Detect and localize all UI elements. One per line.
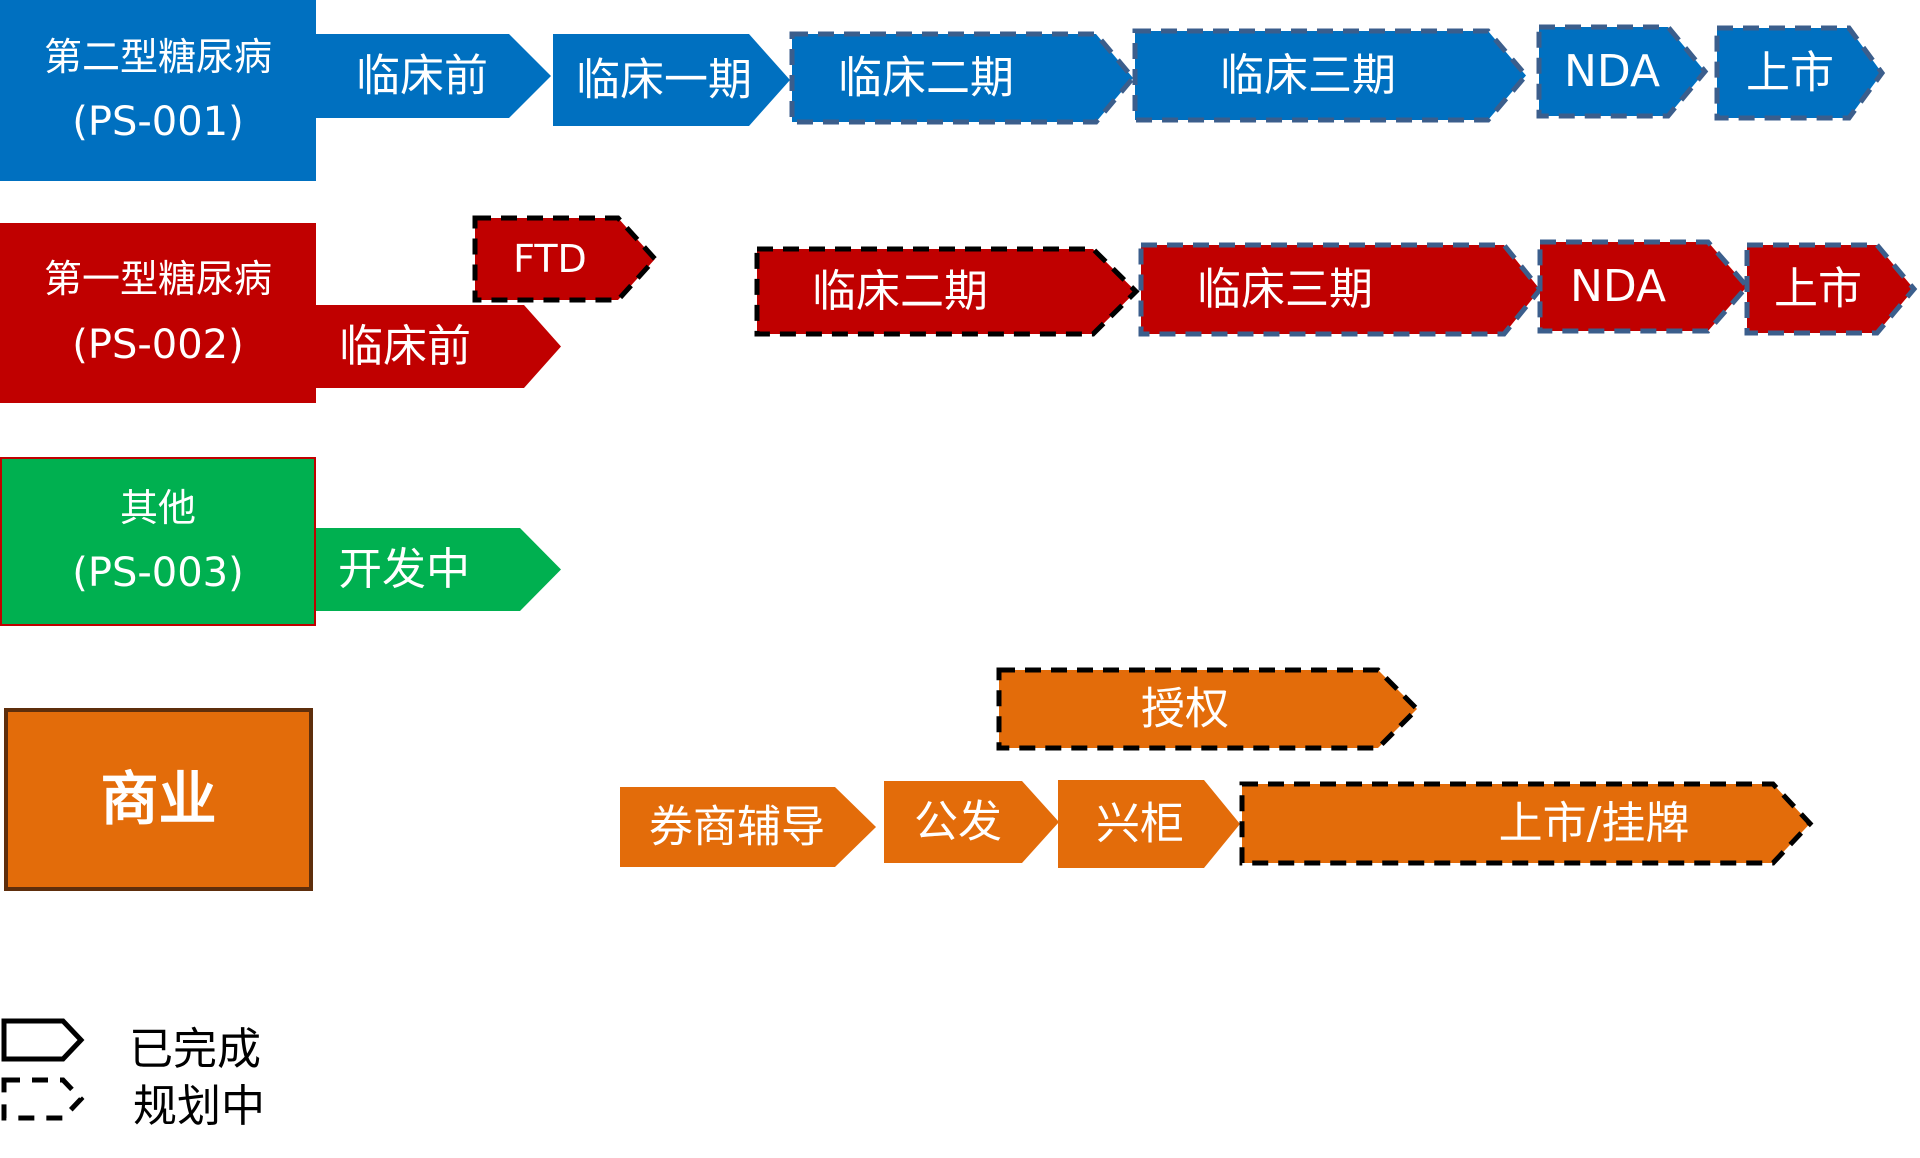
pipeline-code: (PS-003) [72, 550, 244, 597]
stage-arrow-shape [996, 667, 1421, 751]
stage-arrow: 临床前 [316, 305, 561, 388]
stage-arrow: 授权 [996, 667, 1421, 751]
stage-arrow-shape [553, 34, 790, 126]
stage-arrow-shape [1537, 239, 1751, 334]
stage-label: 临床三期 [1220, 50, 1396, 101]
stage-arrow: 临床一期 [553, 34, 790, 126]
stage-arrow-shape [1138, 242, 1544, 337]
stage-arrow-shape [1714, 25, 1886, 121]
business-header: 商业 [4, 708, 313, 891]
legend-planned-label: 规划中 [133, 1081, 265, 1132]
stage-arrow-shape [620, 787, 876, 867]
stage-arrow: 公发 [884, 781, 1059, 863]
legend-completed-label: 已完成 [129, 1024, 261, 1075]
stage-label: NDA [1570, 261, 1666, 312]
stage-arrow: 上市 [1714, 25, 1886, 121]
stage-arrow-shape [316, 528, 561, 611]
stage-label: 临床前 [339, 321, 471, 372]
stage-arrow-shape [472, 215, 659, 303]
stage-arrow: 临床三期 [1138, 242, 1544, 337]
stage-arrow-shape [1239, 781, 1814, 866]
stage-arrow: NDA [1536, 24, 1709, 119]
pipeline-name: 第二型糖尿病 [43, 34, 272, 79]
stage-arrow: 临床三期 [1132, 28, 1530, 123]
stage-arrow: 上市/挂牌 [1239, 781, 1814, 866]
stage-arrow-shape [1744, 242, 1918, 336]
stage-arrow-shape [884, 781, 1059, 863]
pipeline-ps001-header: 第二型糖尿病 (PS-001) [0, 0, 316, 181]
stage-arrow: NDA [1537, 239, 1751, 334]
pipeline-name: 第一型糖尿病 [43, 257, 272, 302]
stage-arrow-shape [754, 246, 1140, 337]
stage-arrow: 临床二期 [754, 246, 1140, 337]
stage-label: 开发中 [338, 544, 470, 595]
pipeline-name: 商业 [100, 764, 217, 833]
stage-arrow-shape [1536, 24, 1709, 119]
stage-label: 授权 [1141, 684, 1229, 735]
stage-label: 兴柜 [1096, 799, 1184, 850]
stage-label: 临床二期 [812, 266, 988, 317]
stage-arrow-shape [316, 34, 551, 118]
stage-arrow-shape [1132, 28, 1530, 123]
stage-label: 临床一期 [576, 55, 752, 106]
stage-label: FTD [513, 237, 587, 281]
legend-planned-icon [1, 1077, 85, 1121]
stage-label: 临床前 [356, 51, 488, 102]
stage-label: 公发 [914, 797, 1002, 848]
stage-arrow: 临床二期 [789, 31, 1137, 125]
stage-label: 上市/挂牌 [1499, 798, 1690, 849]
pipeline-name: 其他 [119, 485, 196, 530]
pipeline-ps003-header: 其他 (PS-003) [0, 457, 316, 626]
stage-label: 上市 [1746, 48, 1834, 99]
stage-arrow: 券商辅导 [620, 787, 876, 867]
stage-arrow: 临床前 [316, 34, 551, 118]
stage-arrow: 兴柜 [1058, 780, 1240, 868]
stage-label: 临床二期 [838, 53, 1014, 104]
stage-arrow-shape [316, 305, 561, 388]
stage-arrow: FTD [472, 215, 659, 303]
stage-label: 上市 [1774, 264, 1862, 315]
pipeline-code: (PS-002) [72, 321, 244, 368]
stage-label: NDA [1564, 46, 1660, 97]
pipeline-ps002-header: 第一型糖尿病 (PS-002) [0, 223, 316, 403]
stage-arrow: 开发中 [316, 528, 561, 611]
stage-label: 临床三期 [1197, 264, 1373, 315]
stage-arrow: 上市 [1744, 242, 1918, 336]
stage-arrow-shape [789, 31, 1137, 125]
stage-label: 券商辅导 [649, 802, 825, 853]
pipeline-code: (PS-001) [72, 99, 244, 146]
stage-arrow-shape [1058, 780, 1240, 868]
legend-completed-icon [1, 1018, 85, 1062]
